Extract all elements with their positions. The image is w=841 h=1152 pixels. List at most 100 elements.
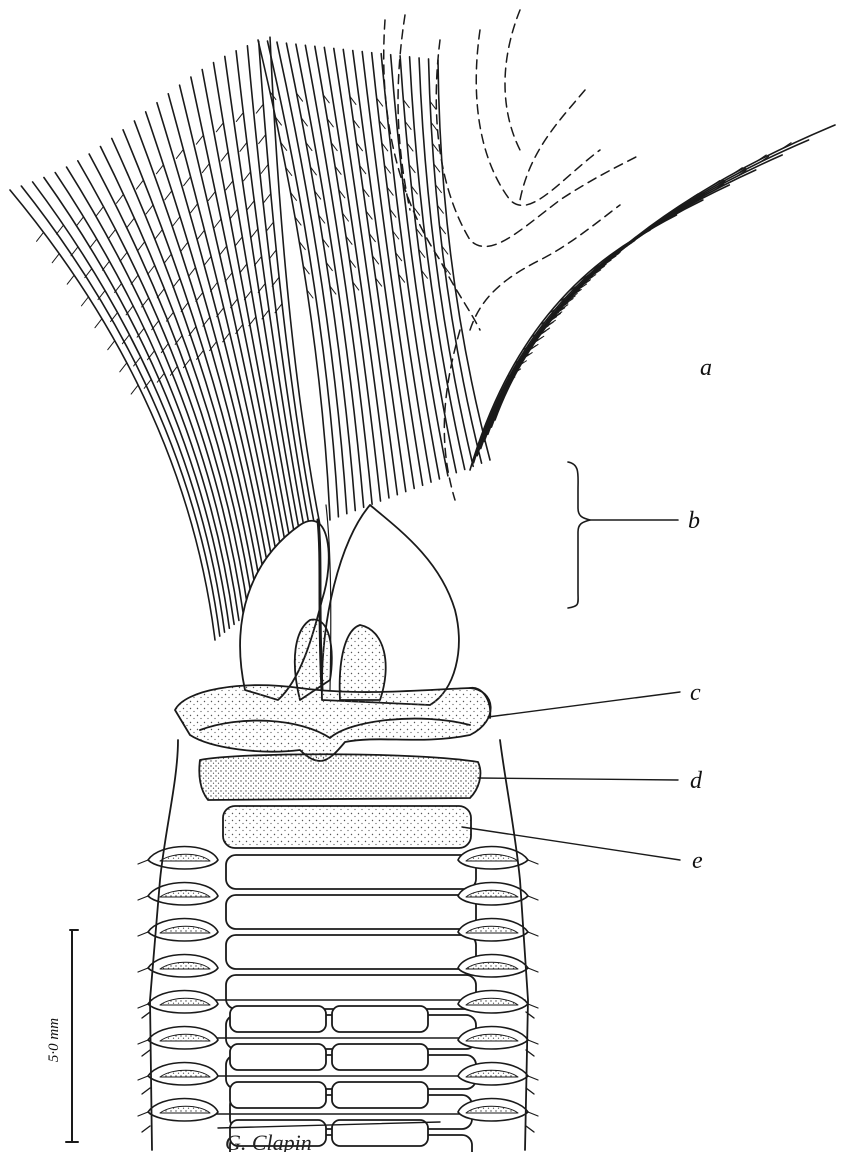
radiole (495, 125, 835, 420)
abdominal-seta (142, 1050, 150, 1056)
dashed-radiole (505, 10, 520, 150)
pinnule (96, 207, 103, 216)
scale-bar-label: 5·0 mm (46, 1018, 62, 1062)
pinnule (156, 165, 163, 174)
pinnule (244, 172, 251, 181)
pinnule (111, 313, 118, 322)
bracket-b (568, 462, 678, 608)
pinnule (109, 229, 116, 238)
pinnule (214, 219, 221, 228)
pinnule (217, 308, 224, 317)
pinnule (67, 275, 74, 284)
pinnule (37, 232, 44, 241)
right-radiole-fan (470, 125, 835, 470)
abdominal-seta (526, 1088, 534, 1094)
abdominal-plate-left (230, 1082, 326, 1108)
pinnule (269, 250, 276, 259)
pinnule (264, 194, 271, 203)
radiole (488, 155, 782, 434)
pinnule (196, 135, 203, 144)
seta (138, 860, 148, 864)
radiole (419, 58, 473, 466)
pinnule (220, 246, 227, 255)
radiole (236, 51, 311, 562)
pinnule (176, 149, 183, 158)
pinnule (266, 222, 273, 231)
pinnule (76, 217, 83, 226)
dashed-radiole (476, 30, 600, 205)
thoracic-shield (199, 754, 480, 848)
abdominal-seta (142, 1126, 150, 1132)
abdominal-seta (526, 1126, 534, 1132)
abdominal-plate-left (230, 1006, 326, 1032)
pinnule (52, 254, 59, 263)
pinnule (181, 242, 188, 251)
pinnule (256, 104, 263, 113)
thoracic-segment-plate (226, 935, 476, 969)
pinnule (211, 282, 218, 291)
signature-text: G. Clapin (225, 1130, 312, 1152)
pinnule (95, 319, 102, 328)
pinnule (208, 192, 215, 201)
pinnule (173, 217, 180, 226)
pinnule (202, 164, 209, 173)
pinnule (244, 291, 251, 300)
pinnule (142, 298, 149, 307)
pinnule (259, 135, 266, 144)
pinnule (226, 181, 233, 190)
pinnule (81, 297, 88, 306)
pinnule (240, 142, 247, 151)
pinnule (155, 230, 162, 239)
thoracic-segment-plate (226, 975, 476, 1009)
pinnule (152, 321, 159, 330)
seta (138, 1076, 148, 1080)
radiole (112, 138, 258, 604)
radiole (438, 60, 490, 460)
pinnule (225, 273, 232, 282)
pinnule (231, 299, 238, 308)
pinnule (98, 291, 105, 300)
pinnule (221, 152, 228, 161)
seta (528, 968, 538, 972)
pinnule (157, 289, 164, 298)
pinnule (251, 229, 258, 238)
pinnule (165, 191, 172, 200)
radiole (296, 44, 364, 507)
pinnule (120, 363, 127, 372)
pinnule (164, 254, 171, 263)
label-d: d (690, 768, 703, 794)
radiole (305, 45, 372, 504)
pinnule (115, 283, 122, 292)
abdominal-seta (142, 1088, 150, 1094)
dashed-radiole (436, 40, 640, 246)
abdominal-plate-left (230, 1044, 326, 1070)
pinnule (261, 164, 268, 173)
figure-labels: a b c d e (462, 355, 712, 874)
label-b: b (688, 508, 700, 534)
pinnule (148, 265, 155, 274)
pinnule (231, 209, 238, 218)
pinnule (136, 180, 143, 189)
seta (138, 968, 148, 972)
seta (528, 1112, 538, 1116)
seta (528, 896, 538, 900)
label-e: e (692, 848, 703, 874)
radiole (491, 140, 808, 427)
pinnule (173, 278, 180, 287)
pinnule (191, 204, 198, 213)
pinnule (240, 264, 247, 273)
pinnule (102, 261, 109, 270)
seta (138, 1004, 148, 1008)
pinnule (85, 269, 92, 278)
pinnule (131, 385, 138, 394)
radiole (21, 186, 219, 636)
pinnule (108, 341, 115, 350)
middle-radiole-fan (258, 40, 490, 520)
pinnule (131, 275, 138, 284)
radiole (134, 121, 267, 597)
pinnule (216, 123, 223, 132)
pinnule (247, 201, 254, 210)
pinnule (71, 247, 78, 256)
pinnule (203, 317, 210, 326)
